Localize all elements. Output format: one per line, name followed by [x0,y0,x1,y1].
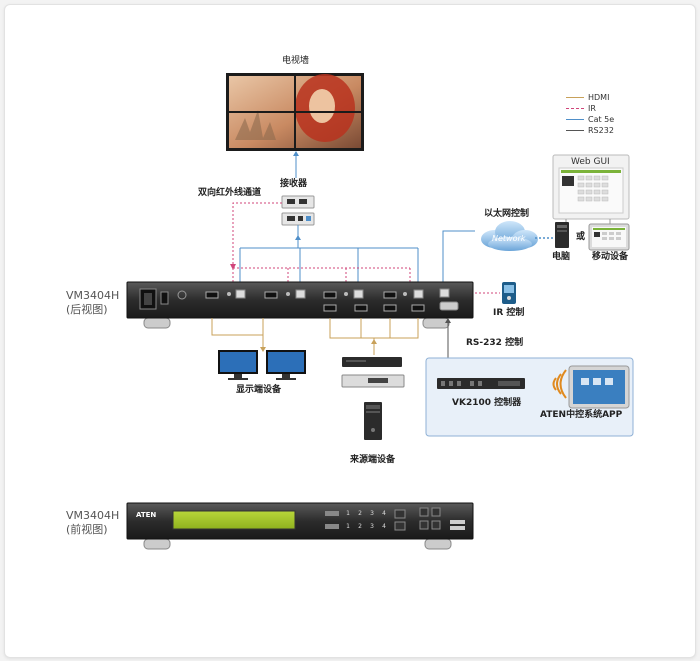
source-device-label: 来源端设备 [350,455,396,465]
or-label: 或 [576,232,586,242]
aten-app-label: ATEN中控系统APP [540,410,623,420]
legend-label: IR [588,104,596,113]
front-key-label: 2 [358,523,362,530]
legend-item: HDMI [566,93,609,103]
network-label: Network [492,234,526,243]
computer-label: 电脑 [552,252,571,262]
ir-control-label: IR 控制 [493,308,525,318]
front-key-label: 3 [370,510,374,517]
front-key-label: 2 [358,510,362,517]
legend-item: IR [566,104,596,114]
mobile-device-label: 移动设备 [592,252,629,262]
matrix-rear-panel [126,281,474,329]
legend-swatch [566,97,584,98]
receiver-label: 接收器 [280,179,308,189]
network-cloud [481,221,538,251]
rs232-control-label: RS-232 控制 [466,338,524,348]
receiver-device [281,195,315,226]
computer-tower [555,222,569,248]
legend-swatch [566,119,584,120]
ir-remote [502,282,516,304]
front-key-label: 4 [382,510,386,517]
video-wall [226,73,364,151]
legend-swatch [566,108,584,109]
front-key-label: 1 [346,510,350,517]
display-monitors [218,350,306,380]
vk2100-label: VK2100 控制器 [452,398,522,408]
front-key-label: 3 [370,523,374,530]
ir-channel-label: 双向红外线通道 [198,188,262,198]
legend-label: HDMI [588,93,610,102]
tablet-device [588,223,630,251]
video-wall-label: 电视墙 [282,56,310,66]
front-brand-logo: ATEN [136,511,157,519]
legend-swatch [566,130,584,131]
matrix-front-panel [126,502,474,550]
legend-label: RS232 [588,126,614,135]
front-view-label: (前视图) [66,523,108,536]
front-key-label: 1 [346,523,350,530]
display-device-label: 显示端设备 [236,385,282,395]
front-model-label: VM3404H [66,509,120,522]
web-gui-window [552,154,630,220]
web-gui-title: Web GUI [571,157,610,167]
source-devices [341,357,405,440]
control-panel-box [425,357,634,437]
front-key-label: 4 [382,523,386,530]
legend-item: RS232 [566,126,614,136]
rear-model-label: VM3404H [66,289,120,302]
rear-view-label: (后视图) [66,303,108,316]
ethernet-control-label: 以太网控制 [484,209,530,219]
legend-item: Cat 5e [566,115,614,125]
legend-label: Cat 5e [588,115,615,124]
